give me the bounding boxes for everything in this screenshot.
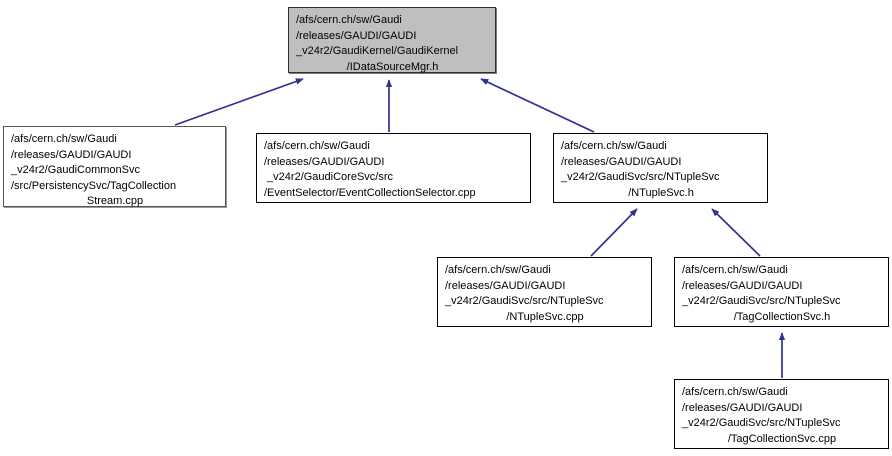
node-label-line: /afs/cern.ch/sw/Gaudi	[11, 133, 117, 145]
edge-tagcollectionsvc-h-to-ntuplesvc-h	[711, 208, 761, 257]
node-label-line: /releases/GAUDI/GAUDI	[445, 279, 566, 292]
node-label-line: /releases/GAUDI/GAUDI	[561, 155, 682, 168]
node-label-line: _v24r2/GaudiSvc/src/NTupleSvc	[561, 171, 720, 183]
node-label-line: /src/PersistencySvc/TagCollection	[11, 179, 177, 192]
node-label-line: /afs/cern.ch/sw/Gaudi	[561, 140, 667, 152]
edge-tagcollectionstream-to-idatasourcemgr	[174, 78, 304, 126]
graph-node-ntuplesvc-h[interactable]: /afs/cern.ch/sw/Gaudi/releases/GAUDI/GAU…	[553, 133, 768, 203]
graph-node-eventcollectionselector[interactable]: /afs/cern.ch/sw/Gaudi/releases/GAUDI/GAU…	[256, 133, 531, 203]
node-label-line: /releases/GAUDI/GAUDI	[682, 279, 803, 292]
node-label-line: /afs/cern.ch/sw/Gaudi	[296, 14, 402, 26]
node-label-line: /releases/GAUDI/GAUDI	[11, 148, 132, 161]
node-label-line: /releases/GAUDI/GAUDI	[296, 29, 417, 42]
graph-node-tagcollectionsvc-h[interactable]: /afs/cern.ch/sw/Gaudi/releases/GAUDI/GAU…	[674, 257, 889, 327]
node-label-line: /IDataSourceMgr.h	[346, 60, 439, 73]
node-label-line: /releases/GAUDI/GAUDI	[264, 155, 385, 168]
node-label-line: /NTupleSvc.cpp	[506, 310, 584, 323]
graph-node-ntuplesvc-cpp[interactable]: /afs/cern.ch/sw/Gaudi/releases/GAUDI/GAU…	[437, 257, 652, 327]
node-label-line: /afs/cern.ch/sw/Gaudi	[682, 264, 788, 276]
node-label-line: /afs/cern.ch/sw/Gaudi	[264, 140, 370, 152]
node-label-line: /NTupleSvc.h	[628, 186, 694, 199]
node-label-line: _v24r2/GaudiCommonSvc	[11, 164, 141, 176]
edge-ntuplesvc-cpp-to-ntuplesvc-h	[590, 208, 638, 257]
graph-node-tagcollectionsvc-cpp[interactable]: /afs/cern.ch/sw/Gaudi/releases/GAUDI/GAU…	[674, 379, 889, 449]
node-label-line: /TagCollectionSvc.cpp	[727, 432, 837, 445]
node-label-line: /EventSelector/EventCollectionSelector.c…	[264, 186, 476, 199]
node-label-line: _v24r2/GaudiSvc/src/NTupleSvc	[445, 295, 604, 307]
graph-node-tagcollectionstream[interactable]: /afs/cern.ch/sw/Gaudi/releases/GAUDI/GAU…	[3, 126, 226, 207]
node-label-line: /TagCollectionSvc.h	[733, 310, 831, 323]
node-label-line: /afs/cern.ch/sw/Gaudi	[445, 264, 551, 276]
node-label-line: _v24r2/GaudiCoreSvc/src	[264, 171, 393, 183]
edge-ntuplesvc-h-to-idatasourcemgr	[480, 78, 595, 133]
node-label-line: _v24r2/GaudiKernel/GaudiKernel	[296, 45, 459, 57]
node-label-line: /releases/GAUDI/GAUDI	[682, 401, 803, 414]
node-label-line: Stream.cpp	[86, 195, 144, 207]
node-label-line: _v24r2/GaudiSvc/src/NTupleSvc	[682, 417, 841, 429]
graph-node-idatasourcemgr[interactable]: /afs/cern.ch/sw/Gaudi/releases/GAUDI/GAU…	[288, 7, 496, 73]
node-label-line: /afs/cern.ch/sw/Gaudi	[682, 386, 788, 398]
node-label-line: _v24r2/GaudiSvc/src/NTupleSvc	[682, 295, 841, 307]
